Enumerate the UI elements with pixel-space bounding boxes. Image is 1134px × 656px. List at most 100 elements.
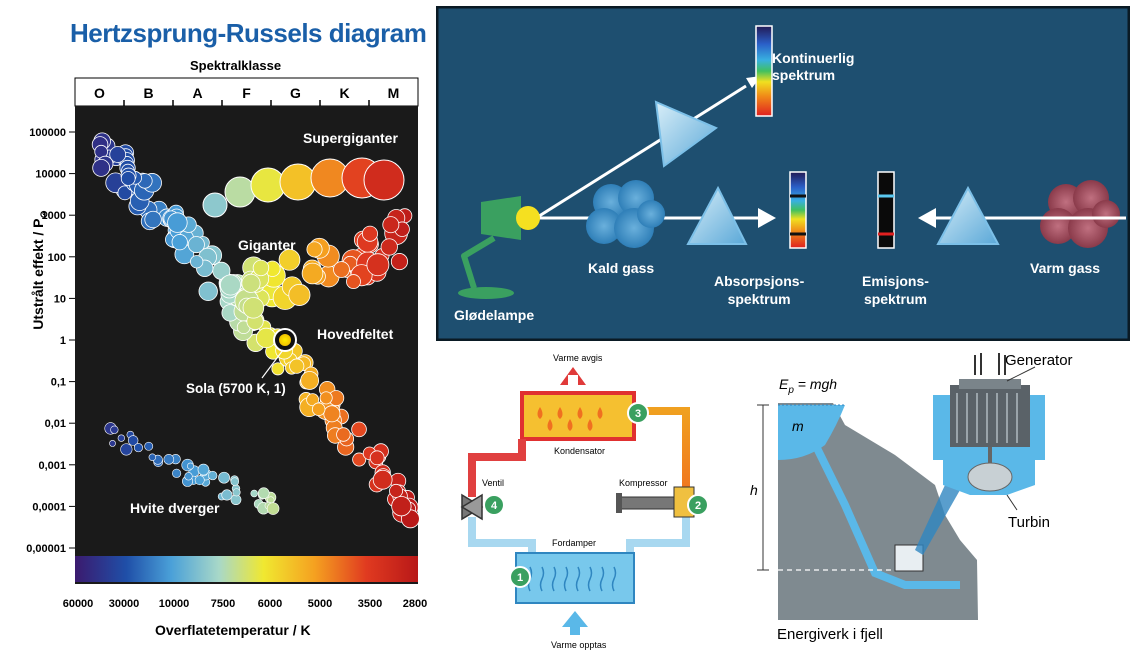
spectral-class-F: F xyxy=(242,85,251,101)
spectral-class-A: A xyxy=(192,85,202,101)
star xyxy=(252,259,270,277)
pipe-hot xyxy=(468,439,526,497)
star xyxy=(352,452,367,467)
y-tick-label: 0,0001 xyxy=(32,501,66,513)
x-tick-label: 6000 xyxy=(258,598,282,610)
star xyxy=(372,469,393,490)
y-tick-label: 0,1 xyxy=(51,377,66,389)
star xyxy=(391,496,412,517)
label-compressor: Kompressor xyxy=(619,478,668,488)
hydropower-diagram xyxy=(757,353,1045,620)
label-white-dwarfs: Hvite dverger xyxy=(130,500,220,516)
label-condenser: Kondensator xyxy=(554,446,606,456)
label-generator: Generator xyxy=(1005,352,1073,369)
pipe-compressor xyxy=(634,407,690,487)
star xyxy=(163,454,175,465)
star xyxy=(202,192,228,218)
star xyxy=(257,487,270,500)
label-hydro-caption: Energiverk i fjell xyxy=(777,626,883,643)
step-badge-2 xyxy=(687,494,709,516)
star xyxy=(279,163,317,201)
mountain xyxy=(778,403,978,620)
star xyxy=(197,463,210,476)
star xyxy=(230,477,240,486)
label-supergiants: Supergiganter xyxy=(303,130,398,146)
step-badge-label: 2 xyxy=(695,500,701,512)
label-valve: Ventil xyxy=(482,478,505,488)
formula: Ep = mgh xyxy=(779,376,838,396)
reservoir xyxy=(778,405,845,460)
x-tick-label: 30000 xyxy=(109,598,140,610)
y-tick-label: 10 xyxy=(54,293,66,305)
star xyxy=(221,489,233,501)
star xyxy=(306,241,323,258)
star xyxy=(109,146,127,163)
star xyxy=(133,443,143,453)
prism-emission xyxy=(936,185,1000,245)
heat-in-arrow xyxy=(562,611,588,635)
y-tick-label: 100000 xyxy=(29,127,66,139)
star xyxy=(323,405,341,423)
star xyxy=(380,238,398,256)
arrowhead-absorption xyxy=(758,208,776,228)
y-tick-label: 100 xyxy=(48,252,66,264)
star xyxy=(242,297,265,319)
star xyxy=(361,225,378,242)
star xyxy=(363,159,405,201)
star xyxy=(224,176,256,208)
star xyxy=(346,274,361,290)
lamp-icon xyxy=(458,196,540,299)
penstock xyxy=(809,438,960,589)
star xyxy=(208,470,218,481)
star xyxy=(289,358,305,374)
evaporator xyxy=(515,552,635,604)
spectral-class-M: M xyxy=(388,85,400,101)
star xyxy=(351,421,367,438)
label-height: h xyxy=(750,482,758,498)
spectrum-absorption xyxy=(789,171,807,249)
step-badge-1 xyxy=(509,566,531,588)
sun-leader-line xyxy=(261,349,284,379)
star xyxy=(171,234,188,251)
star xyxy=(92,158,111,177)
spectrum-continuous xyxy=(755,25,773,117)
star xyxy=(144,210,162,229)
label-evaporator: Fordamper xyxy=(552,538,597,548)
x-tick-label: 3500 xyxy=(358,598,382,610)
compressor xyxy=(619,496,675,510)
step-badge-4 xyxy=(483,494,505,516)
star xyxy=(336,427,351,442)
pipe-cold xyxy=(468,517,536,555)
x-tick-label: 7500 xyxy=(211,598,235,610)
star xyxy=(190,255,204,269)
star xyxy=(306,393,320,407)
temperature-color-bar xyxy=(75,556,418,582)
star xyxy=(218,471,230,484)
star xyxy=(266,502,280,515)
star xyxy=(271,362,285,376)
step-badge-label: 1 xyxy=(517,572,523,584)
star xyxy=(172,468,182,478)
spectrum-emission xyxy=(877,171,895,249)
sun-marker-core xyxy=(279,334,291,346)
spectral-class-bar xyxy=(74,77,419,107)
star xyxy=(382,216,400,234)
star xyxy=(319,391,333,405)
label-cold-gas: Kald gass xyxy=(588,260,655,276)
label-giants: Giganter xyxy=(238,237,296,253)
star xyxy=(120,171,136,186)
star xyxy=(366,253,390,277)
star xyxy=(167,212,188,233)
star xyxy=(288,283,311,306)
arrowhead-emission xyxy=(918,208,936,228)
label-warm-gas: Varm gass xyxy=(1030,260,1101,276)
star xyxy=(184,472,193,481)
star xyxy=(127,435,139,446)
star xyxy=(144,441,154,451)
label-lamp: Glødelampe xyxy=(454,307,535,323)
label-emission-spectrum: Emisjons- spektrum xyxy=(862,273,929,307)
star xyxy=(117,434,125,442)
star xyxy=(250,489,258,498)
star xyxy=(278,249,301,271)
